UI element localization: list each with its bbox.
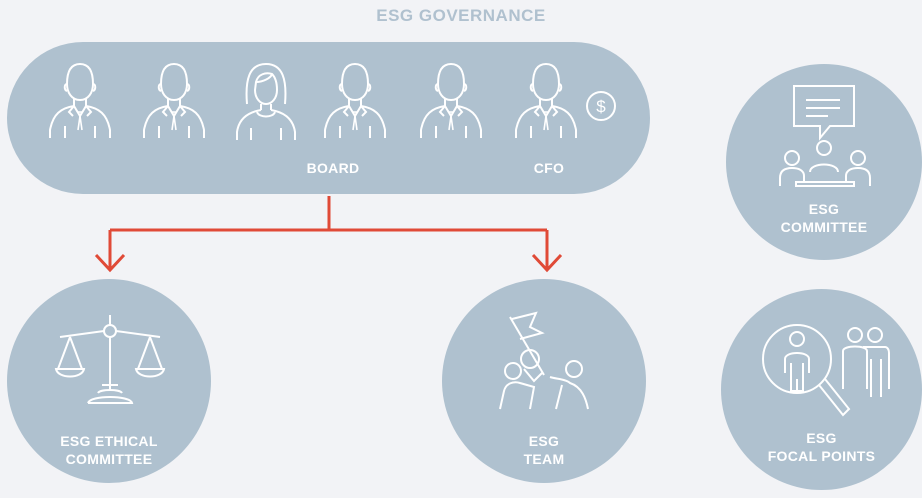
- diagram-title: ESG GOVERNANCE: [376, 6, 546, 25]
- esg-committee-node: ESG COMMITTEE: [726, 64, 922, 260]
- node-label-line1: ESG: [808, 201, 840, 217]
- scales-icon: [54, 309, 166, 409]
- flag-team-icon: [490, 311, 600, 411]
- node-label-line2: COMMITTEE: [65, 451, 153, 467]
- board-group: $ BOARD CFO: [7, 42, 650, 194]
- esg-team-node: ESG TEAM: [442, 279, 646, 483]
- magnifier-people-icon: [757, 319, 893, 419]
- esg-ethical-committee-node: ESG ETHICAL COMMITTEE: [7, 279, 211, 483]
- node-label: ESG ETHICAL COMMITTEE: [7, 432, 211, 468]
- node-label-line2: FOCAL POINTS: [767, 448, 876, 464]
- arrow-right-head: [531, 253, 563, 273]
- node-label: ESG FOCAL POINTS: [721, 429, 922, 465]
- meeting-chat-icon: [776, 82, 876, 192]
- node-label: ESG COMMITTEE: [726, 200, 922, 236]
- svg-text:$: $: [596, 97, 606, 116]
- node-label-line1: ESG: [806, 430, 837, 446]
- esg-focal-points-node: ESG FOCAL POINTS: [721, 289, 922, 490]
- dollar-coin-icon: $: [585, 90, 617, 122]
- node-label-line2: TEAM: [523, 451, 565, 467]
- node-label-line2: COMMITTEE: [780, 219, 868, 235]
- board-label: BOARD: [306, 160, 360, 176]
- arrow-left-head: [94, 253, 126, 273]
- node-label-line1: ESG: [528, 433, 560, 449]
- node-label-line1: ESG ETHICAL: [60, 433, 158, 449]
- cfo-label: CFO: [533, 160, 565, 176]
- node-label: ESG TEAM: [442, 432, 646, 468]
